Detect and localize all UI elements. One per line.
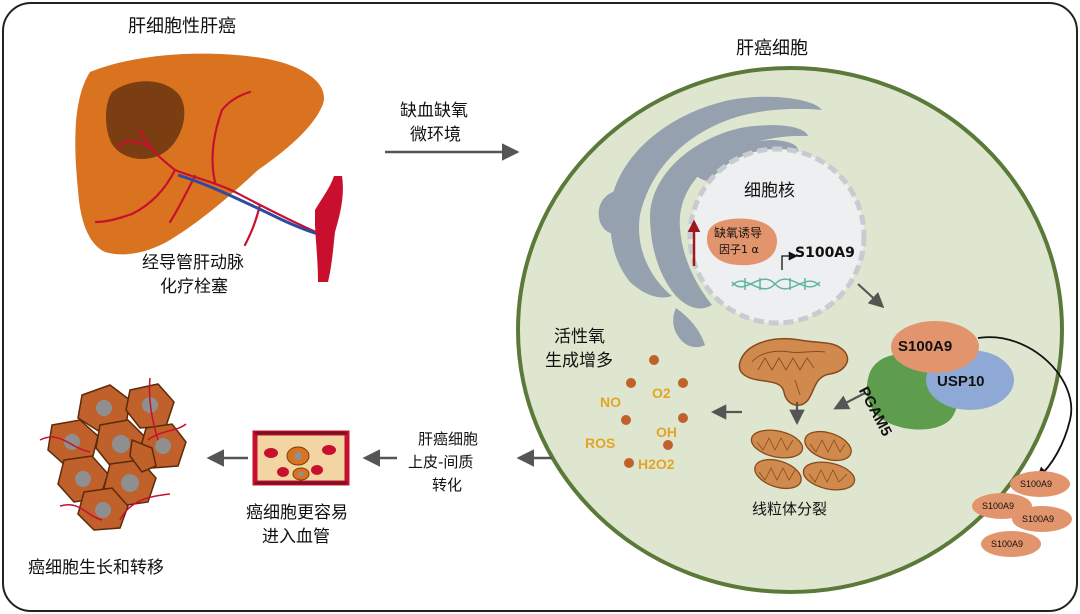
promoter-arrow (781, 251, 798, 270)
emt-label-line1: 肝癌细胞 (418, 430, 479, 448)
mito-fission-label: 线粒体分裂 (752, 500, 828, 518)
dna-helix (731, 278, 821, 290)
secretion-arrow (977, 336, 1073, 480)
tumor (106, 81, 185, 159)
mitochondrion-large (738, 338, 849, 407)
ros-dots (621, 355, 688, 468)
ros-o2: O2 (652, 385, 671, 401)
emt-label-line2: 上皮-间质 (408, 453, 474, 471)
arrow-complex-to-mito (833, 392, 866, 410)
nucleus-label: 细胞核 (744, 181, 795, 201)
vessel-label-line2: 进入血管 (262, 527, 330, 547)
ros-no: NO (600, 394, 621, 410)
hypoxia-label-line2: 微环境 (410, 125, 461, 145)
ros-ros: ROS (585, 435, 616, 451)
mitochondria-fragments (750, 429, 856, 491)
ros-label-line1: 活性氧 (554, 327, 605, 347)
tumor-cell-cluster (39, 377, 187, 531)
secreted-s100a9-1: S100A9 (1020, 479, 1053, 489)
s100a9-gene-label: S100A9 (795, 245, 855, 261)
blood-vessel (252, 430, 350, 486)
hypoxia-label-line1: 缺血缺氧 (400, 101, 468, 121)
nucleus (687, 146, 867, 326)
protein-complex (866, 321, 1014, 430)
emt-label-line3: 转化 (432, 476, 463, 494)
expression-arrow (857, 283, 885, 309)
hcc-title: 肝细胞性肝癌 (128, 16, 236, 37)
aorta (315, 176, 343, 282)
cancer-cell-title: 肝癌细胞 (736, 38, 808, 59)
hif1a-blob (706, 218, 778, 266)
secreted-s100a9-2: S100A9 (982, 501, 1015, 511)
s100a9-protein-label: S100A9 (898, 338, 953, 355)
liver-illustration (75, 53, 343, 282)
secreted-s100a9 (972, 471, 1072, 557)
outcome-label: 癌细胞生长和转移 (28, 558, 164, 578)
ros-oh: OH (656, 424, 677, 440)
ros-h2o2: H2O2 (638, 456, 675, 472)
usp10-protein-label: USP10 (937, 373, 985, 390)
secreted-s100a9-4: S100A9 (991, 539, 1024, 549)
mitochondria-cristae (756, 437, 848, 483)
tace-label-line1: 经导管肝动脉 (142, 253, 244, 273)
catheter (177, 173, 326, 238)
ros-label-line2: 生成增多 (545, 351, 613, 371)
hif1a-label-line2: 因子1 α (719, 243, 759, 256)
vessel-label-line1: 癌细胞更容易 (246, 503, 348, 523)
secreted-s100a9-3: S100A9 (1022, 514, 1055, 524)
tace-label-line2: 化疗栓塞 (160, 277, 228, 297)
s100a9-shape (891, 321, 979, 373)
hif1a-label-line1: 缺氧诱导 (714, 226, 763, 240)
